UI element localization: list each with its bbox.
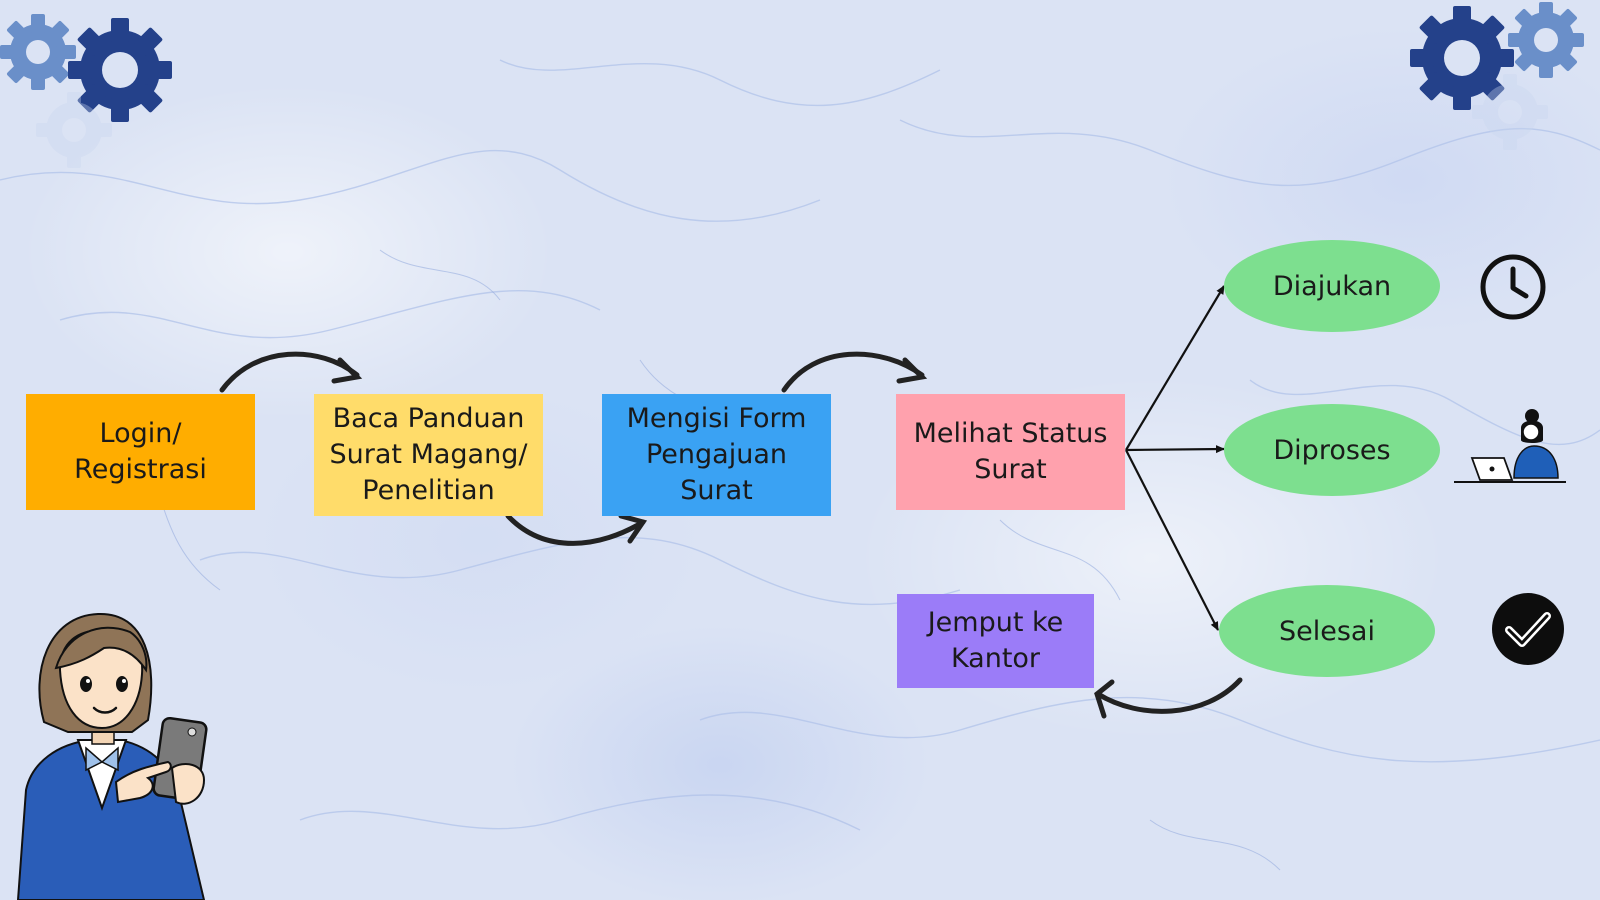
status-selesai: Selesai (1219, 585, 1435, 677)
curved-arrow-form-to-status (781, 351, 925, 393)
status-diajukan: Diajukan (1224, 240, 1440, 332)
branch-line-diproses (1125, 445, 1225, 454)
clock-icon (1480, 254, 1546, 320)
curved-arrow-selesai-to-jemput (1095, 677, 1243, 714)
curved-arrow-panduan-to-form (505, 513, 646, 546)
step-status: Melihat Status Surat (896, 394, 1125, 510)
status-diproses: Diproses (1224, 404, 1440, 496)
gear-icon (1410, 2, 1584, 150)
character-phone-illustration (16, 612, 208, 900)
person-laptop-icon (1454, 409, 1566, 483)
gear-icon (0, 14, 172, 168)
curved-arrow-login-to-panduan (219, 351, 360, 393)
step-form: Mengisi Form Pengajuan Surat (602, 394, 831, 516)
step-login: Login/ Registrasi (26, 394, 255, 510)
branch-line-diajukan (1125, 285, 1225, 451)
step-panduan: Baca Panduan Surat Magang/ Penelitian (314, 394, 543, 516)
branch-line-selesai (1125, 449, 1219, 631)
check-circle-icon (1492, 593, 1564, 665)
step-jemput: Jemput ke Kantor (897, 594, 1094, 688)
